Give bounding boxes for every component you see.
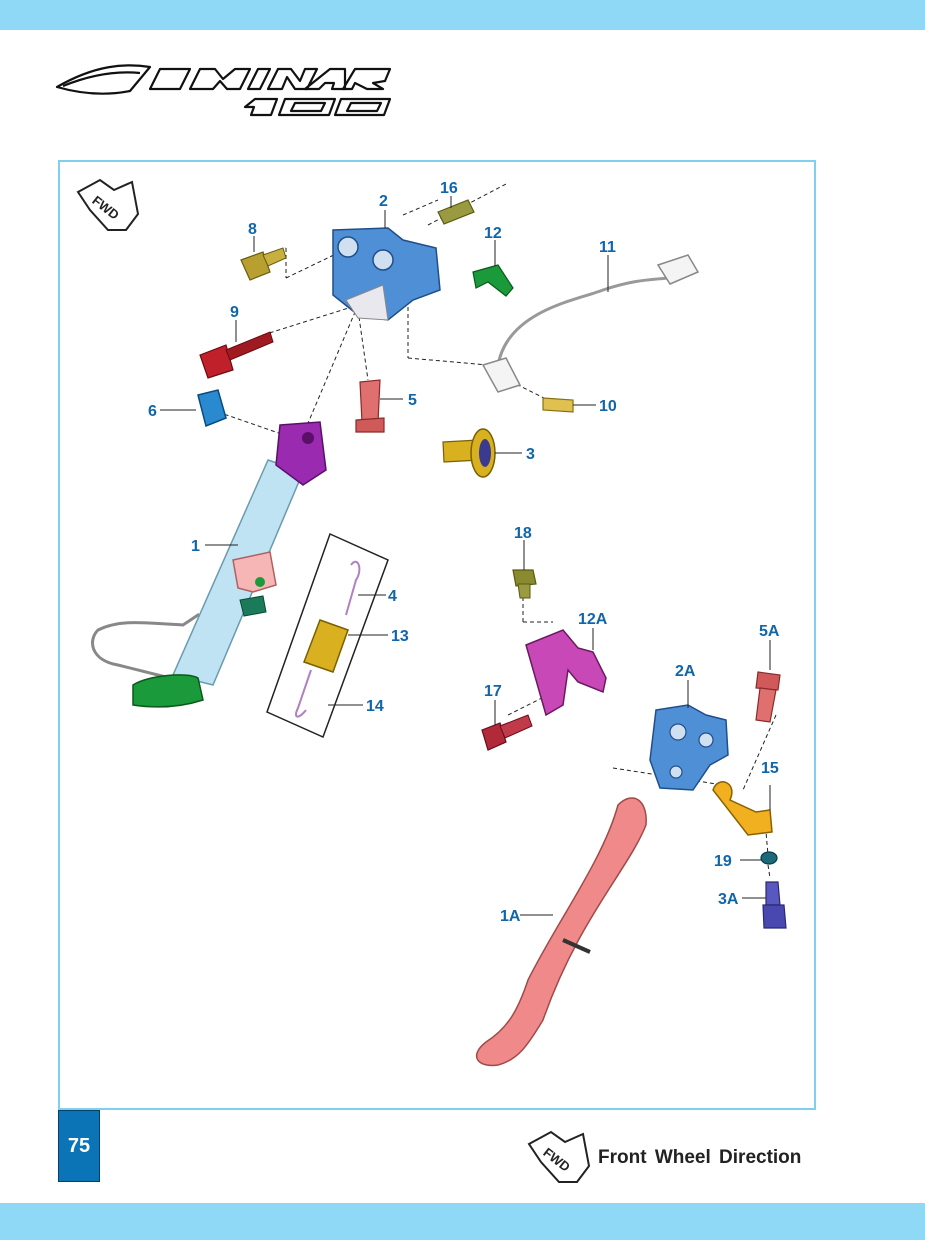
part-11-sidestand-switch: [481, 254, 700, 393]
part-18-bolt: [512, 569, 537, 599]
part-5a-pin: [755, 671, 781, 723]
legend-front-wheel-direction: Front Wheel Direction: [598, 1147, 802, 1168]
top-color-band: [0, 0, 925, 30]
label-part-11: 11: [599, 239, 616, 256]
label-part-18: 18: [514, 525, 532, 542]
dominar-400-logo: [55, 64, 392, 117]
label-part-2a: 2A: [675, 663, 696, 680]
label-part-3a: 3A: [718, 891, 739, 908]
label-part-12a: 12A: [578, 611, 608, 628]
bottom-color-band: [0, 1203, 925, 1240]
part-2a-bracket: [649, 704, 729, 791]
part-13-spring-sleeve: [303, 619, 349, 673]
part-10-screw: [542, 397, 574, 413]
label-part-1: 1: [191, 538, 200, 555]
label-part-12: 12: [484, 225, 502, 242]
label-part-3: 3: [526, 446, 535, 463]
part-17-bolt: [481, 714, 533, 751]
part-2-bracket: [332, 227, 441, 321]
part-12-clip: [472, 264, 514, 297]
part-3a-bolt: [762, 881, 787, 929]
part-15-plate: [712, 781, 773, 836]
label-part-16: 16: [440, 180, 458, 197]
part-3-nut: [442, 428, 496, 478]
label-part-5: 5: [408, 392, 417, 409]
page-number: 75: [67, 1135, 91, 1157]
label-part-2: 2: [379, 193, 388, 210]
part-14-spring-assembly: [266, 532, 389, 739]
page-number-box: 75: [58, 1110, 100, 1182]
diagram-frame: [58, 160, 816, 1110]
label-part-19: 19: [714, 853, 732, 870]
part-9-bolt: [199, 331, 274, 379]
part-16-pin: [437, 199, 475, 225]
part-19-washer: [760, 851, 778, 865]
part-1a-side-stand: [475, 797, 647, 1067]
part-6-bushing: [197, 389, 227, 428]
label-part-4: 4: [388, 588, 397, 605]
part-12a-bracket: [525, 629, 607, 717]
part-1-side-stand: [91, 421, 327, 708]
label-part-14: 14: [366, 698, 384, 715]
sidestand-exploded-diagram: FWD: [76, 178, 787, 1067]
label-part-10: 10: [599, 398, 617, 415]
fwd-arrow-icon: FWD: [76, 178, 140, 231]
label-part-9: 9: [230, 304, 239, 321]
part-5-pin: [355, 379, 385, 433]
label-part-17: 17: [484, 683, 502, 700]
label-part-13: 13: [391, 628, 409, 645]
label-part-8: 8: [248, 221, 257, 238]
label-part-1a: 1A: [500, 908, 521, 925]
label-part-5a: 5A: [759, 623, 780, 640]
label-part-6: 6: [148, 403, 157, 420]
part-8-bolt: [240, 247, 287, 281]
label-part-15: 15: [761, 760, 779, 777]
fwd-legend-icon: FWD: [527, 1130, 591, 1183]
